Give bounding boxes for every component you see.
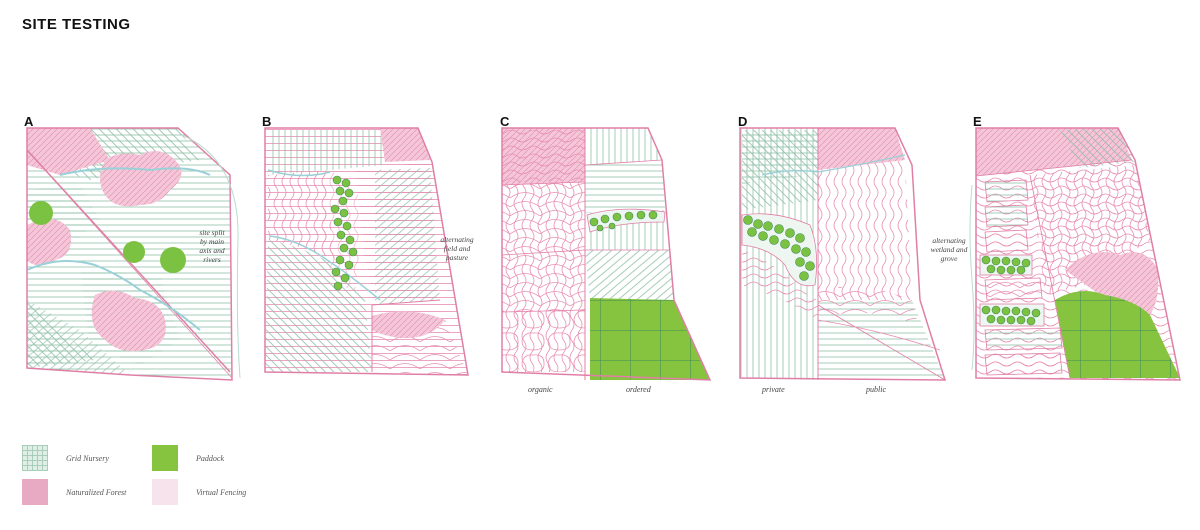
plan-c-letter: C [500,114,510,129]
legend-item-grid-nursery: Grid Nursery [22,445,109,471]
grove-circle [160,247,186,273]
plan-d-label-right: public [866,385,886,394]
grove-cluster [743,215,815,281]
grove-cluster [981,255,1031,275]
legend-item-naturalized-forest: Naturalized Forest [22,479,126,505]
plan-c-label-left: organic [528,385,553,394]
naturalized-forest-swatch [22,479,48,505]
grid-nursery-swatch [22,445,48,471]
plan-e-letter: E [973,114,982,129]
legend-label: Virtual Fencing [196,487,247,497]
plan-d: D [738,114,947,381]
plan-e: E [969,114,1181,381]
legend-label: Paddock [196,453,224,463]
plan-a-note: site split by main axis and rivers [199,228,225,264]
plan-c-label-right: ordered [626,385,651,394]
plan-a-letter: A [24,114,34,129]
plan-d-label-left: private [762,385,785,394]
paddock-swatch [152,445,178,471]
plan-d-letter: D [738,114,747,129]
plan-b-note: alternating field and pasture [440,235,474,262]
plan-e-note: alternating wetland and grove [930,236,968,263]
grove-cluster [981,305,1041,326]
grove-cluster [589,210,658,232]
plan-a: A [24,114,241,381]
legend-item-paddock: Paddock [152,445,224,471]
grove-circle [123,241,145,263]
page-title: SITE TESTING [22,16,131,33]
plan-b-letter: B [262,114,271,129]
legend-label: Naturalized Forest [66,487,127,497]
virtual-fencing-swatch [152,479,178,505]
grove-cluster [330,175,358,291]
plan-b: B [262,114,469,376]
grove-circle [29,201,53,225]
legend-item-virtual-fencing: Virtual Fencing [152,479,246,505]
plan-c: C [500,114,712,381]
legend-label: Grid Nursery [66,453,109,463]
